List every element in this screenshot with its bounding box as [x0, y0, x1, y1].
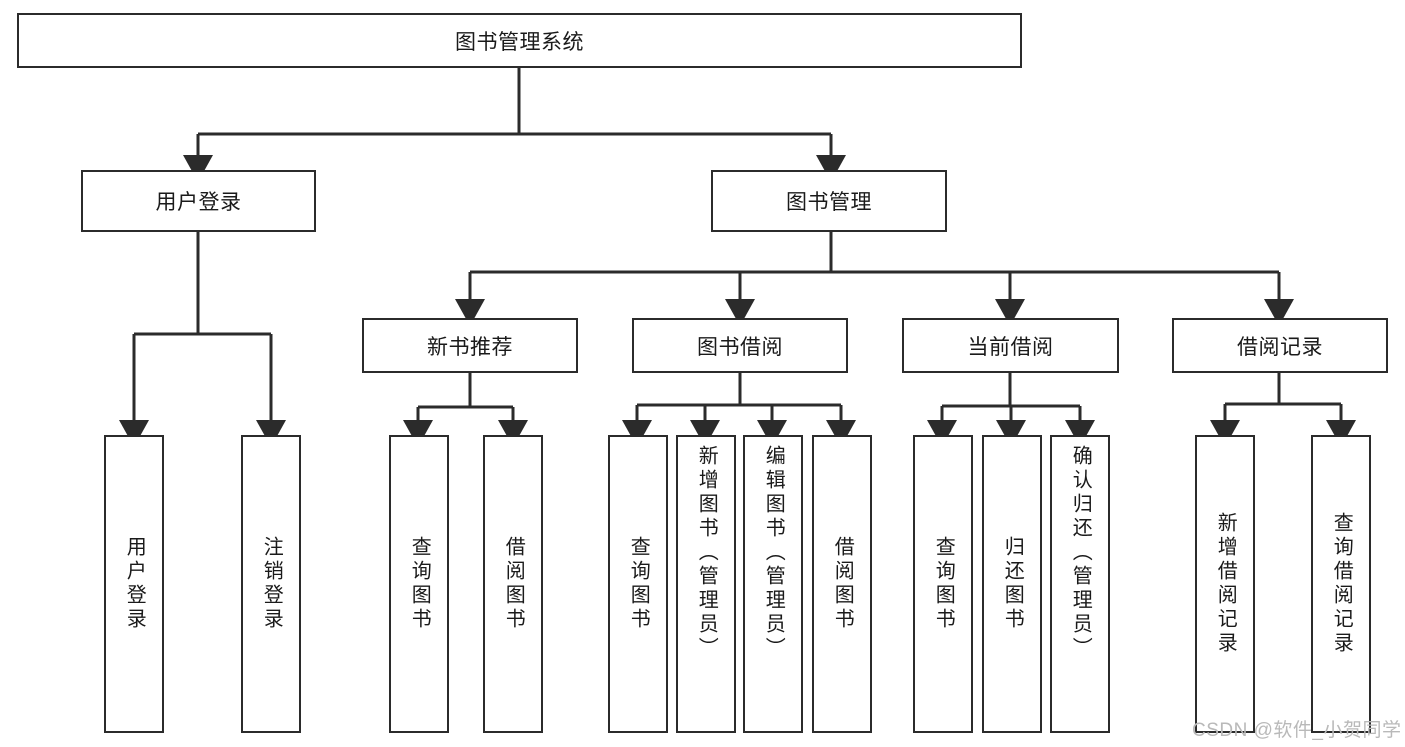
leaf-borrow-add-book-admin[interactable]: 新增图书（管理员）: [676, 435, 736, 733]
node-label: 注销登录: [260, 536, 283, 632]
node-label: 新增借阅记录: [1214, 512, 1237, 656]
node-label: 用户登录: [123, 536, 146, 632]
node-new-book-recommend[interactable]: 新书推荐: [362, 318, 578, 373]
node-label: 确认归还（管理员）: [1069, 445, 1092, 661]
node-label: 查询图书: [627, 536, 650, 632]
node-label: 借阅图书: [502, 536, 525, 632]
leaf-current-query-book[interactable]: 查询图书: [913, 435, 973, 733]
node-book-management[interactable]: 图书管理: [711, 170, 947, 232]
node-label: 当前借阅: [967, 335, 1054, 359]
node-label: 图书管理系统: [455, 30, 584, 54]
leaf-record-add-record[interactable]: 新增借阅记录: [1195, 435, 1255, 733]
leaf-record-query-record[interactable]: 查询借阅记录: [1311, 435, 1371, 733]
leaf-user-logout[interactable]: 注销登录: [241, 435, 301, 733]
node-label: 图书借阅: [697, 335, 783, 359]
node-label: 借阅图书: [831, 536, 854, 632]
node-borrow-record[interactable]: 借阅记录: [1172, 318, 1388, 373]
leaf-borrow-edit-book-admin[interactable]: 编辑图书（管理员）: [743, 435, 803, 733]
watermark-text: CSDN @软件_小贺同学: [1192, 720, 1402, 741]
node-label: 用户登录: [155, 191, 242, 214]
node-label: 查询图书: [408, 536, 431, 632]
node-label: 新书推荐: [427, 335, 513, 359]
node-user-login[interactable]: 用户登录: [81, 170, 316, 232]
leaf-borrow-borrow-book[interactable]: 借阅图书: [812, 435, 872, 733]
node-label: 借阅记录: [1237, 335, 1323, 359]
node-label: 查询图书: [932, 536, 955, 632]
leaf-current-confirm-return-admin[interactable]: 确认归还（管理员）: [1050, 435, 1110, 733]
node-label: 查询借阅记录: [1330, 512, 1353, 656]
node-label: 编辑图书（管理员）: [762, 445, 785, 661]
leaf-recommend-query-book[interactable]: 查询图书: [389, 435, 449, 733]
node-current-borrow[interactable]: 当前借阅: [902, 318, 1119, 373]
leaf-current-return-book[interactable]: 归还图书: [982, 435, 1042, 733]
node-root-system[interactable]: 图书管理系统: [17, 13, 1022, 68]
leaf-user-login[interactable]: 用户登录: [104, 435, 164, 733]
leaf-borrow-query-book[interactable]: 查询图书: [608, 435, 668, 733]
node-label: 图书管理: [786, 191, 872, 214]
node-book-borrow[interactable]: 图书借阅: [632, 318, 848, 373]
node-label: 新增图书（管理员）: [695, 445, 718, 661]
leaf-recommend-borrow-book[interactable]: 借阅图书: [483, 435, 543, 733]
node-label: 归还图书: [1001, 536, 1024, 632]
